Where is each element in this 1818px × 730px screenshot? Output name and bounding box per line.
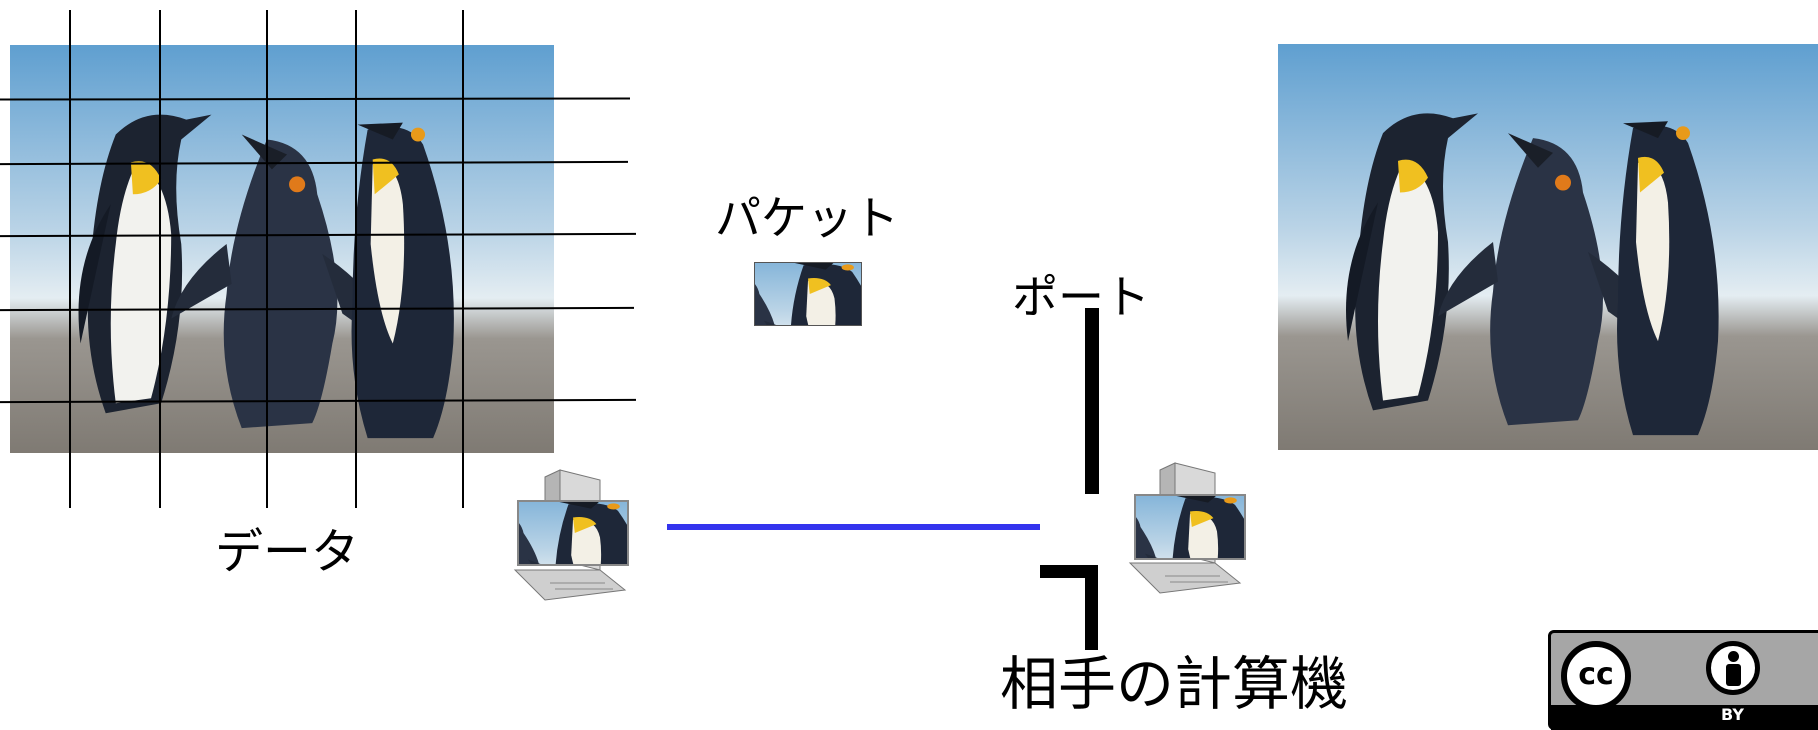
- grid-vline: [159, 10, 161, 508]
- port-pointer: [1085, 308, 1099, 494]
- remote-pointer-v: [1085, 565, 1098, 650]
- cc-by-badge: cc BY: [1548, 630, 1818, 730]
- sender-computer: [505, 465, 630, 605]
- remote-pointer-h: [1040, 565, 1095, 578]
- remote-computer: [1120, 458, 1246, 598]
- grid-vline: [266, 10, 268, 508]
- by-text: BY: [1721, 705, 1744, 724]
- data-label: データ: [215, 524, 360, 580]
- cc-text: cc: [1578, 657, 1614, 692]
- port-label: ポート: [1012, 270, 1150, 324]
- grid-vline: [355, 10, 357, 508]
- grid-vline: [69, 10, 71, 508]
- received-image: [1278, 44, 1818, 450]
- cc-icon: cc: [1561, 641, 1631, 711]
- network-link: [667, 524, 1040, 530]
- sender-screen: [517, 500, 629, 566]
- packet-image: [754, 262, 862, 326]
- data-image: [10, 45, 554, 453]
- person-icon: [1706, 641, 1760, 695]
- grid-vline: [462, 10, 464, 508]
- remote-computer-label: 相手の計算機: [1000, 650, 1349, 718]
- packet-label: パケット: [715, 191, 899, 245]
- remote-screen: [1134, 494, 1246, 560]
